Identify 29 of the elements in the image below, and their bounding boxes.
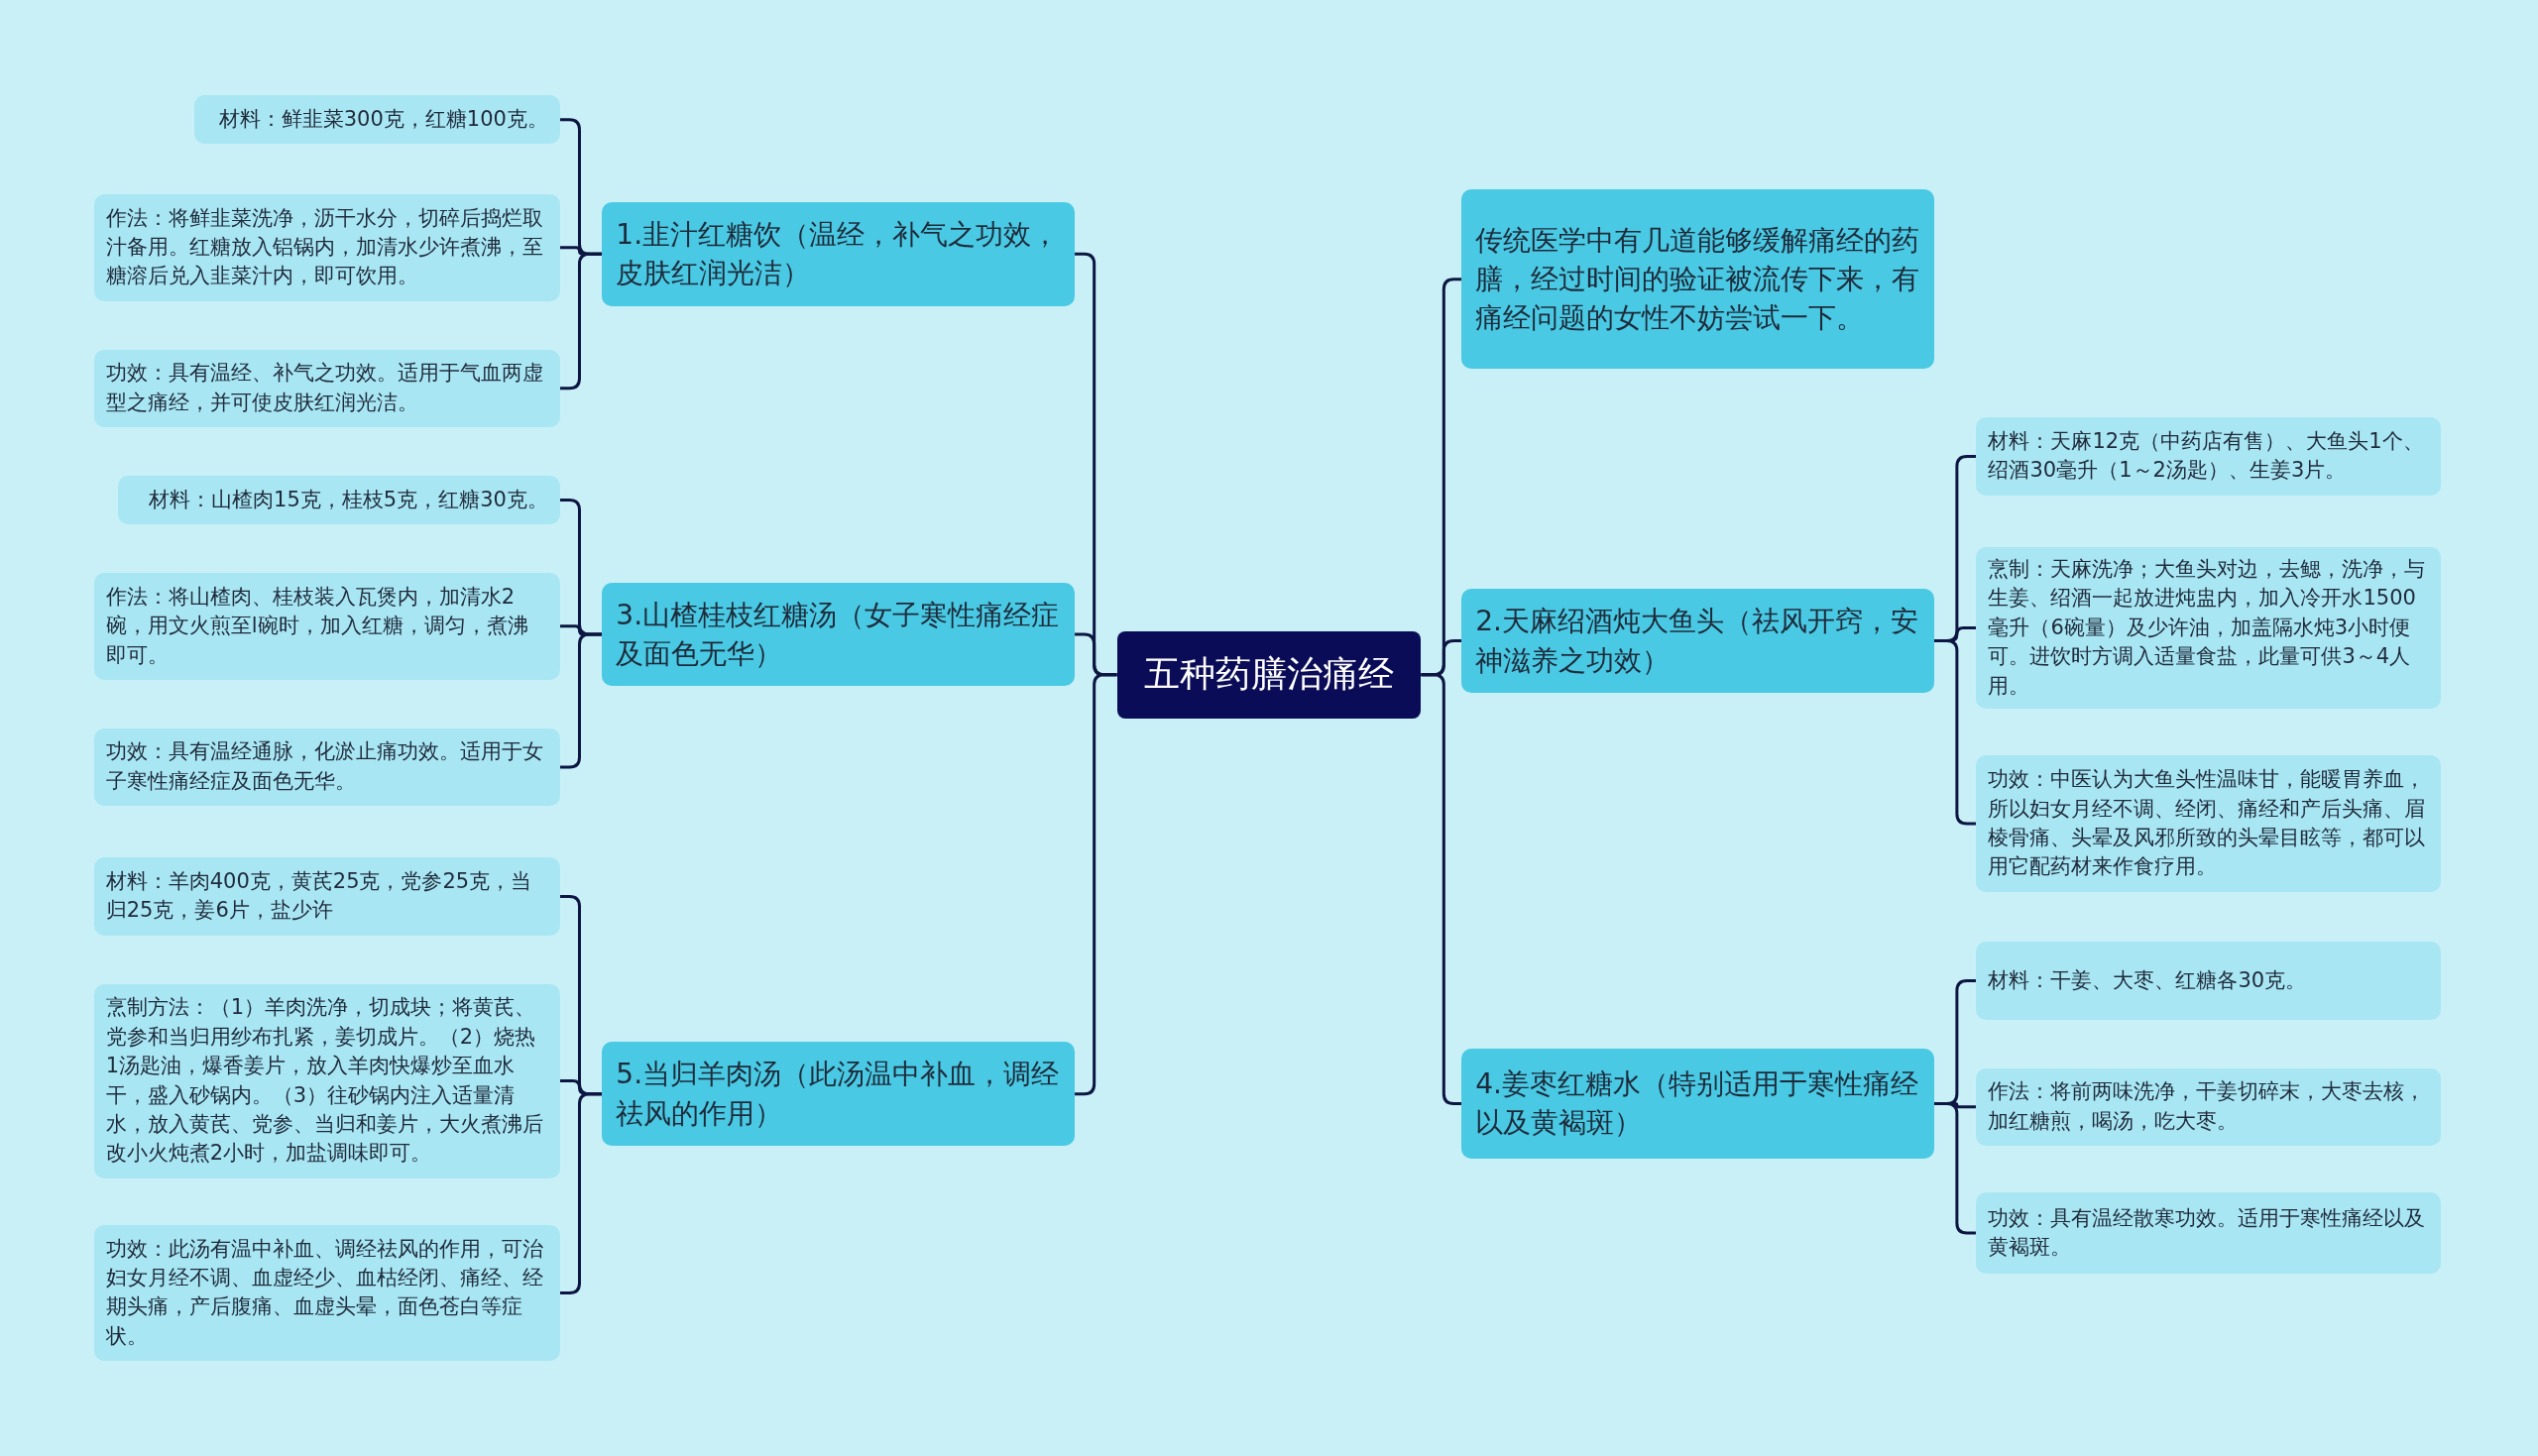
note-box: 功效：具有温经、补气之功效。适用于气血两虚型之痛经，并可使皮肤红润光洁。 xyxy=(93,349,560,427)
note-box: 功效：具有温经散寒功效。适用于寒性痛经以及黄褐斑。 xyxy=(1976,1192,2442,1274)
note-box: 烹制：天麻洗净；大鱼头对边，去鳃，洗净，与生姜、绍酒一起放进炖盅内，加入冷开水1500毫升（6碗量）及少许油，加盖隔水炖3小时便可。进饮时方调入适量食盐，此量可供3～4人用。 xyxy=(1976,546,2442,710)
note-box: 材料：鲜韭菜300克，红糖100克。 xyxy=(193,95,560,145)
connector-line xyxy=(559,252,603,391)
topic-box: 1.韭汁红糖饮（温经，补气之功效，皮肤红润光洁） xyxy=(602,202,1076,306)
note-box: 功效：此汤有温中补血、调经祛风的作用，可治妇女月经不调、血虚经少、血枯经闭、痛经、经期头痛，产后腹痛、血虚头晕，面色苍白等症状。 xyxy=(93,1224,560,1362)
topic-box: 4.姜枣红糖水（特别适用于寒性痛经以及黄褐斑） xyxy=(1461,1048,1934,1159)
connector-line xyxy=(1075,673,1117,1096)
topic-box: 2.天麻绍酒炖大鱼头（祛风开窍，安神滋养之功效） xyxy=(1461,589,1934,693)
connector-line xyxy=(1934,1101,1977,1235)
connector-line xyxy=(559,1092,603,1294)
note-box: 材料：羊肉400克，黄芪25克，党参25克，当归25克，姜6片，盐少许 xyxy=(93,857,560,936)
central-topic-box: 五种药膳治痛经 xyxy=(1116,630,1422,719)
note-box: 材料：干姜、大枣、红糖各30克。 xyxy=(1976,942,2442,1020)
note-box: 作法：将前两味洗净，干姜切碎末，大枣去核，加红糖煎，喝汤，吃大枣。 xyxy=(1976,1067,2442,1146)
note-box: 作法：将山楂肉、桂枝装入瓦煲内，加清水2碗，用文火煎至l碗时，加入红糖，调匀，煮沸即可。 xyxy=(93,572,560,680)
note-box: 材料：山楂肉15克，桂枝5克，红糖30克。 xyxy=(118,476,560,524)
connector-line xyxy=(559,632,603,769)
topic-box: 传统医学中有几道能够缓解痛经的药膳，经过时间的验证被流传下来，有痛经问题的女性不妨尝试一下。 xyxy=(1461,189,1934,370)
note-box: 功效：具有温经通脉，化淤止痛功效。适用于女子寒性痛经症及面色无华。 xyxy=(93,728,560,807)
topic-box: 3.山楂桂枝红糖汤（女子寒性痛经症及面色无华） xyxy=(602,582,1076,687)
note-box: 烹制方法：（1）羊肉洗净，切成块；将黄芪、党参和当归用纱布扎紧，姜切成片。（2）烧热1汤匙油，爆香姜片，放入羊肉快爆炒至血水干，盛入砂锅内。（3）往砂锅内注入适量清水，放入黄芪、党参、当归和姜片，大火煮沸后改小火炖煮2小时，加盐调味即可。 xyxy=(93,983,560,1178)
connector-line xyxy=(1934,639,1977,826)
connector-line xyxy=(1421,673,1462,1105)
note-box: 作法：将鲜韭菜洗净，沥干水分，切碎后捣烂取汁备用。红糖放入铝锅内，加清水少许煮沸，至糖溶后兑入韭菜汁内，即可饮用。 xyxy=(93,193,560,301)
topic-box: 5.当归羊肉汤（此汤温中补血，调经祛风的作用） xyxy=(602,1042,1076,1146)
note-box: 材料：天麻12克（中药店有售）、大鱼头1个、绍酒30毫升（1～2汤匙）、生姜3片。 xyxy=(1976,417,2442,496)
note-box: 功效：中医认为大鱼头性温味甘，能暖胃养血，所以妇女月经不调、经闭、痛经和产后头痛、眉棱骨痛、头晕及风邪所致的头晕目眩等，都可以用它配药材来作食疗用。 xyxy=(1976,755,2442,892)
